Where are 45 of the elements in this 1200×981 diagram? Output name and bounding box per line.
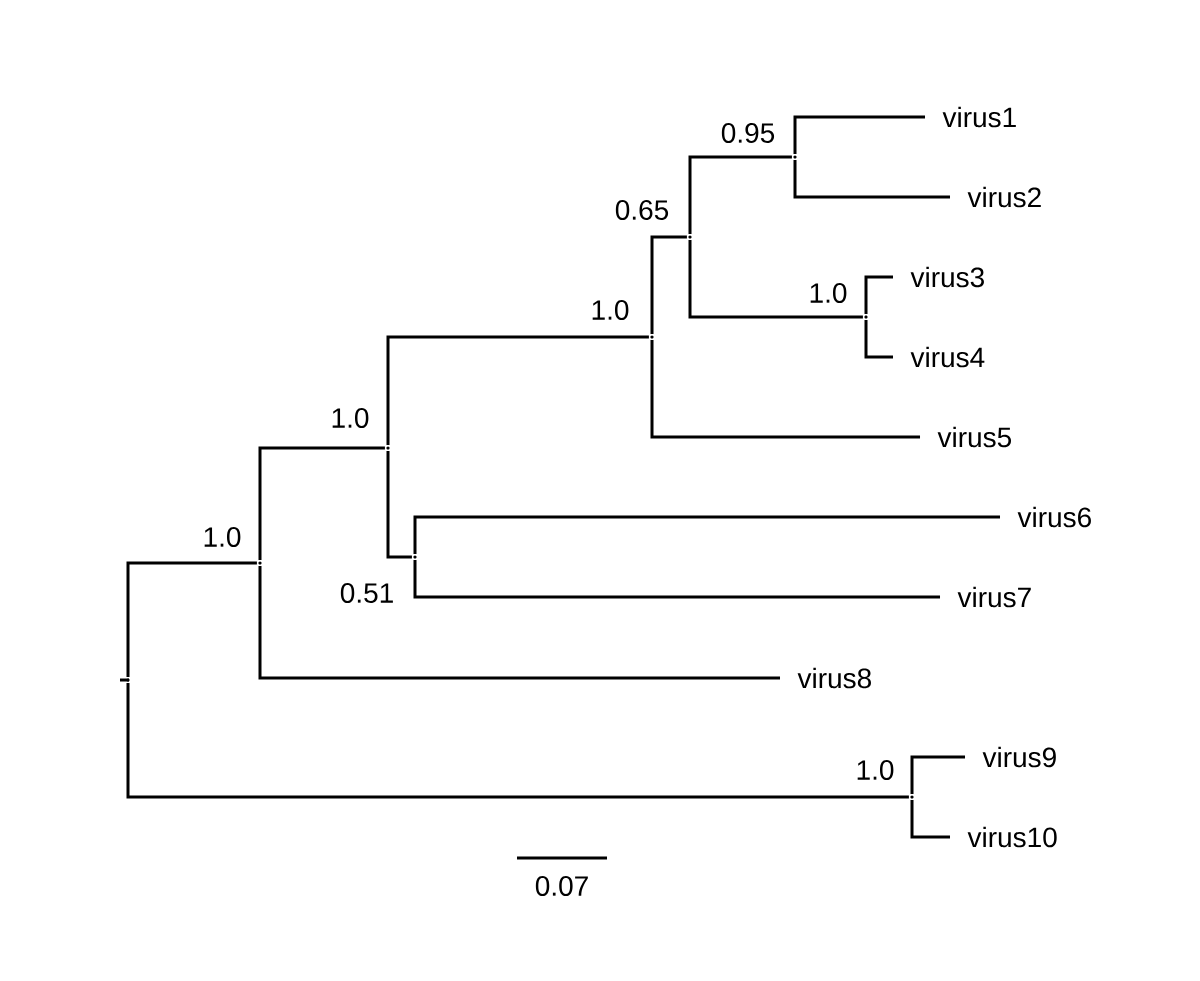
scale-value: 0.07: [535, 876, 588, 896]
tree-branch: [258, 446, 385, 560]
support-value: 1.0: [857, 760, 894, 780]
tree-branch: [650, 235, 687, 334]
branch-point: [688, 235, 692, 239]
tree-branch: [386, 451, 412, 559]
tree-branch: [126, 561, 257, 677]
support-value: 1.0: [332, 408, 369, 428]
support-value: 0.95: [721, 123, 775, 143]
tree-branch: [688, 155, 792, 234]
leaf-label: virus2: [967, 186, 1041, 208]
tree-branch: [386, 335, 649, 445]
leaf-label: virus6: [1017, 506, 1091, 528]
branch-point: [650, 335, 654, 339]
leaf-label: virus4: [910, 346, 985, 368]
tree-branch: [650, 340, 920, 439]
tree-branch: [910, 755, 965, 794]
leaf-label: virus9: [982, 746, 1056, 768]
leaf-label: virus10: [967, 826, 1057, 848]
tree-branch: [793, 115, 925, 154]
branch-point: [258, 561, 262, 565]
support-value: 1.0: [204, 527, 241, 547]
leaf-label: virus1: [942, 106, 1016, 128]
support-value: 0.65: [615, 200, 669, 220]
tree-branch: [910, 800, 950, 839]
support-value: 1.0: [592, 300, 629, 320]
branch-point: [386, 446, 390, 450]
support-value: 1.0: [810, 283, 847, 303]
leaf-label: virus7: [957, 586, 1031, 608]
tree-branch: [413, 560, 940, 599]
leaf-label: virus5: [937, 426, 1011, 448]
tree-branch: [688, 240, 863, 319]
tree-branch: [793, 160, 950, 199]
tree-branch: [258, 566, 780, 680]
leaf-label: virus8: [797, 667, 871, 689]
tree-branch: [126, 683, 909, 799]
branch-point: [413, 555, 417, 559]
leaf-label: virus3: [910, 266, 984, 288]
tree-branch: [864, 320, 893, 359]
branch-point: [910, 795, 914, 799]
tree-branch: [864, 275, 893, 314]
branch-point: [864, 315, 868, 319]
branch-point: [793, 155, 797, 159]
support-value: 0.51: [340, 583, 393, 603]
tree-branch: [413, 515, 1000, 554]
